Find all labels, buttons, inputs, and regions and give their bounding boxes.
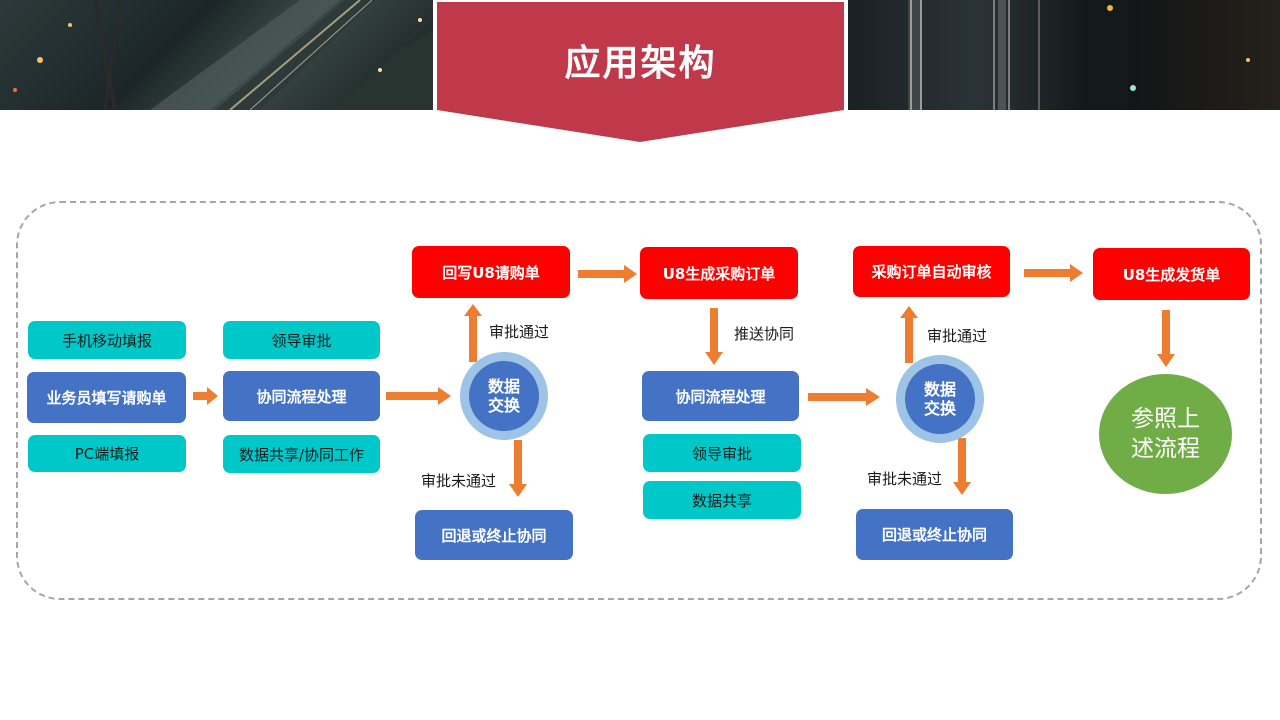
arrow-up-1 — [464, 304, 482, 362]
data-share-collab-box: 数据共享/协同工作 — [223, 435, 380, 473]
data-share-box: 数据共享 — [643, 481, 801, 519]
arrow-down-4 — [1157, 310, 1175, 367]
title-banner — [437, 2, 844, 142]
generate-delivery-box: U8生成发货单 — [1093, 248, 1250, 300]
push-collab-label: 推送协同 — [734, 325, 795, 343]
rollback-box-1: 回退或终止协同 — [415, 510, 573, 560]
arrow-right-1 — [193, 387, 218, 405]
data-exchange-label-2: 数据 交换 — [905, 364, 975, 434]
approved-label-1: 审批通过 — [489, 323, 550, 341]
salesman-requisition-box: 业务员填写请购单 — [27, 372, 186, 423]
data-exchange-circle-1: 数据 交换 — [460, 352, 548, 440]
rejected-label-2: 审批未通过 — [867, 470, 943, 488]
arrow-right-5 — [1024, 264, 1083, 282]
page-title: 应用架构 — [564, 43, 717, 84]
arrow-up-2 — [900, 306, 918, 363]
header-photo-right — [848, 0, 1280, 110]
arrow-down-1 — [509, 440, 527, 497]
data-exchange-label-1: 数据 交换 — [469, 361, 539, 431]
rejected-label-1: 审批未通过 — [421, 472, 497, 490]
data-exchange-circle-2: 数据 交换 — [896, 355, 984, 443]
arrow-down-3 — [953, 438, 971, 495]
city-photo-graphic — [13, 0, 433, 110]
railway-photo-graphic — [908, 0, 1250, 110]
pc-fill-box: PC端填报 — [28, 435, 186, 472]
arrow-right-3 — [578, 265, 637, 283]
leader-approval-box-1: 领导审批 — [223, 321, 380, 359]
generate-po-box: U8生成采购订单 — [640, 247, 798, 299]
arrow-right-2 — [386, 387, 451, 405]
arrow-down-2 — [705, 308, 723, 365]
mobile-fill-box: 手机移动填报 — [28, 321, 186, 359]
po-auto-audit-box: 采购订单自动审核 — [853, 246, 1010, 297]
collab-process-box-1: 协同流程处理 — [223, 371, 380, 421]
leader-approval-box-2: 领导审批 — [643, 434, 801, 472]
arrow-right-4 — [808, 388, 880, 406]
collab-process-box-2: 协同流程处理 — [642, 371, 799, 421]
refer-process-circle: 参照上 述流程 — [1099, 374, 1232, 494]
writeback-requisition-box: 回写U8请购单 — [412, 246, 570, 298]
diagram-frame — [16, 201, 1262, 600]
header-photo-left — [0, 0, 433, 110]
approved-label-2: 审批通过 — [927, 327, 988, 345]
rollback-box-2: 回退或终止协同 — [856, 509, 1013, 560]
